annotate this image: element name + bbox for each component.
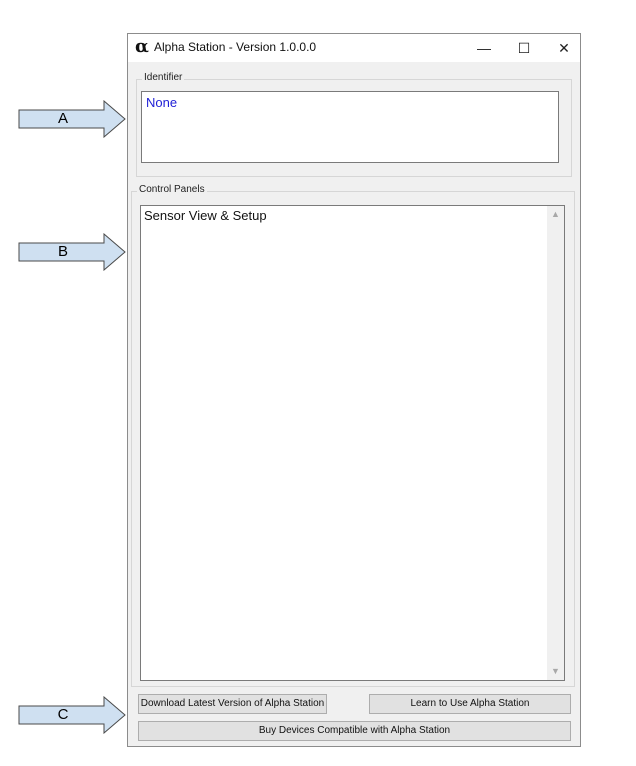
callout-arrow-shape xyxy=(18,100,126,138)
callout-a-label: A xyxy=(57,110,68,127)
identifier-field[interactable]: None xyxy=(141,91,559,163)
download-latest-button[interactable]: Download Latest Version of Alpha Station xyxy=(138,694,327,714)
learn-to-use-button[interactable]: Learn to Use Alpha Station xyxy=(369,694,571,714)
control-panels-group: Control Panels Sensor View & Setup ▲ ▼ xyxy=(131,184,575,687)
control-panels-group-label: Control Panels xyxy=(137,184,207,195)
maximize-button[interactable]: ☐ xyxy=(504,34,544,62)
app-window: α Alpha Station - Version 1.0.0.0 — ☐ ✕ … xyxy=(127,33,581,747)
control-panels-list[interactable]: Sensor View & Setup ▲ ▼ xyxy=(140,205,565,681)
vertical-scrollbar[interactable]: ▲ ▼ xyxy=(547,206,564,680)
callout-arrow-shape xyxy=(18,233,126,271)
callout-c-label: C xyxy=(57,706,69,723)
scroll-down-icon[interactable]: ▼ xyxy=(551,666,560,676)
window-title: Alpha Station - Version 1.0.0.0 xyxy=(154,40,317,54)
callout-c: C xyxy=(18,696,128,734)
identifier-group: Identifier xyxy=(136,72,572,177)
callout-a: A xyxy=(18,100,128,138)
buy-devices-button[interactable]: Buy Devices Compatible with Alpha Statio… xyxy=(138,721,571,741)
list-item[interactable]: Sensor View & Setup xyxy=(144,208,267,223)
callout-arrow-shape xyxy=(18,696,126,734)
alpha-logo-icon: α xyxy=(135,36,149,57)
identifier-value: None xyxy=(146,95,178,110)
maximize-icon: ☐ xyxy=(517,40,531,56)
callout-b-label: B xyxy=(57,243,68,260)
close-icon: ✕ xyxy=(558,40,570,56)
scroll-up-icon[interactable]: ▲ xyxy=(551,209,560,219)
minimize-icon: — xyxy=(477,40,491,56)
callout-b: B xyxy=(18,233,128,271)
close-button[interactable]: ✕ xyxy=(544,34,584,62)
minimize-button[interactable]: — xyxy=(464,34,504,62)
title-bar[interactable]: α Alpha Station - Version 1.0.0.0 — ☐ ✕ xyxy=(128,34,580,62)
identifier-group-label: Identifier xyxy=(142,72,185,83)
